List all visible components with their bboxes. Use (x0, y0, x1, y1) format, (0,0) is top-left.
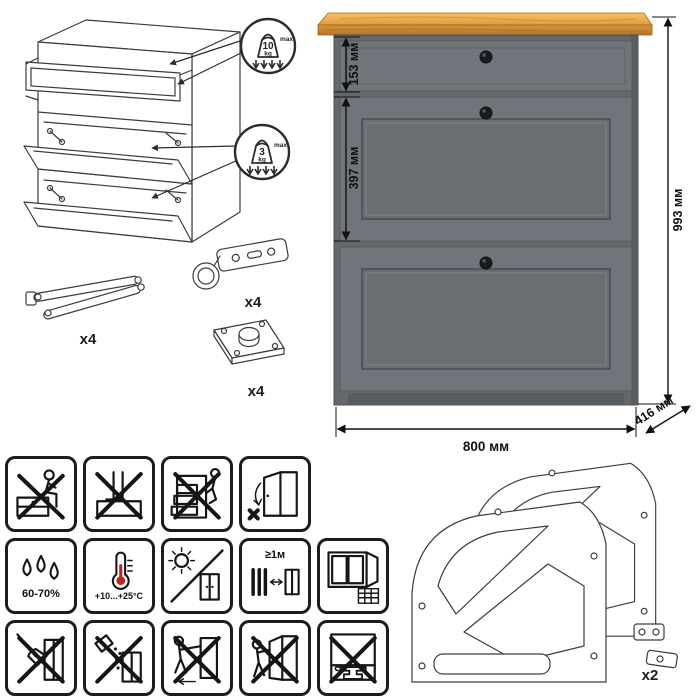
heat-distance-icon: ≥1м (239, 538, 311, 614)
down-arrows-icon (246, 166, 278, 176)
flap-load-unit: kg (258, 157, 266, 164)
drawer-knob (479, 50, 493, 64)
side-panel-qty: x2 (642, 667, 659, 684)
no-direct-sun-icon (161, 538, 233, 614)
hinge-drawing (192, 238, 289, 290)
warning-row-2: 60-70% +10...+25°C (5, 538, 389, 614)
humidity-label: 60-70% (22, 588, 60, 600)
drawer-load-value: 10 (262, 41, 274, 52)
cabinet-flap-front-1 (339, 96, 633, 242)
no-drag-icon (161, 620, 233, 696)
assembly-diagrams: 10 kg max 3 kg max (23, 17, 297, 400)
temperature-icon: +10...+25°C (83, 538, 155, 614)
flap1-knob (479, 106, 493, 120)
pointer-lines (151, 39, 244, 199)
cabinet-flap-front-2 (339, 246, 633, 392)
drawer-load-max: max (280, 36, 293, 43)
warning-row-3 (5, 620, 389, 696)
dimension-drawer-height: 153 мм (334, 36, 361, 93)
mount-plate-qty: x4 (248, 383, 265, 400)
svg-text:800 мм: 800 мм (463, 439, 509, 454)
no-stand-icon (83, 456, 155, 532)
drawer-load-unit: kg (264, 51, 272, 58)
humidity-icon: 60-70% (5, 538, 77, 614)
svg-text:397 мм: 397 мм (347, 147, 361, 190)
distance-label: ≥1м (264, 549, 286, 561)
panel-fittings (633, 623, 678, 669)
cabinet-render: 153 мм 397 мм 993 мм 800 мм 416 мм (317, 12, 691, 454)
ventilation-icon (317, 538, 389, 614)
dimension-total-height: 993 мм (638, 16, 685, 405)
no-overload-icon (317, 620, 389, 696)
flap-load-max: max (274, 142, 287, 149)
svg-text:993 мм: 993 мм (671, 189, 685, 232)
lid-stay-qty: x4 (80, 331, 97, 348)
temperature-label: +10...+25°C (94, 591, 144, 601)
lid-stay-drawing (25, 275, 145, 320)
door-care-icon (239, 456, 311, 532)
mount-plate-drawing (213, 319, 285, 365)
svg-text:416 мм: 416 мм (632, 393, 676, 428)
svg-text:153 мм: 153 мм (347, 43, 361, 86)
no-abrasives-icon (83, 620, 155, 696)
no-sit-icon (5, 456, 77, 532)
no-sharp-tools-icon (5, 620, 77, 696)
hinge-qty: x4 (245, 294, 262, 311)
down-arrows-icon (252, 60, 284, 70)
wireframe-cabinet-drawing (23, 19, 241, 243)
dimension-width: 800 мм (335, 407, 637, 454)
flap-load-value: 3 (259, 147, 265, 158)
side-panels-drawing: x2 (411, 462, 678, 684)
cabinet-drawer-front (339, 40, 633, 92)
no-door-lean-icon (239, 620, 311, 696)
cabinet-top-board (317, 12, 653, 36)
no-climb-icon (161, 456, 233, 532)
flap2-knob (479, 256, 493, 270)
warning-row-1 (5, 456, 311, 532)
dimension-flap-height: 397 мм (334, 96, 361, 242)
load-badge-flap: 3 kg max (233, 123, 291, 181)
dimension-depth: 416 мм (632, 393, 691, 434)
load-badge-drawer: 10 kg max (239, 17, 297, 75)
side-panel-front (411, 501, 607, 683)
